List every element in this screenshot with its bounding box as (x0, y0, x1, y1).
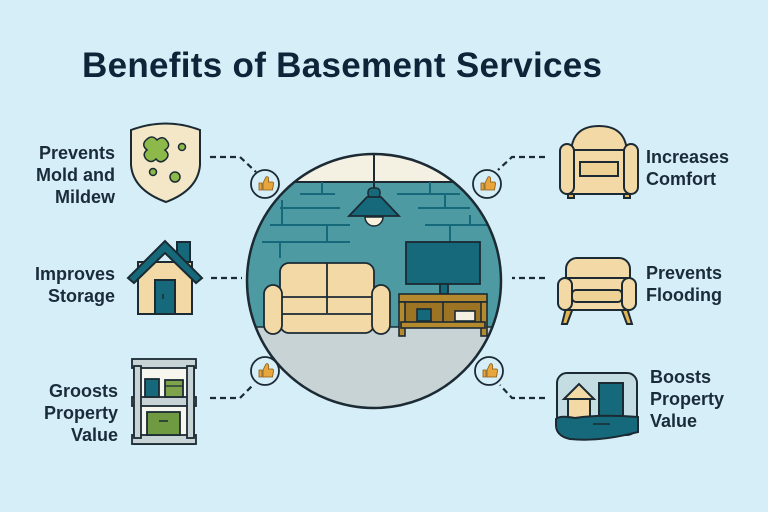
scene-border (245, 152, 503, 410)
house-icon (126, 239, 204, 315)
armchair-legs-icon (557, 257, 637, 325)
basement-scene (247, 154, 501, 408)
shelving-icon (131, 358, 197, 445)
flooded-house-icon (555, 372, 639, 441)
benefit-label-groosts-value: Groosts Property Value (43, 381, 118, 445)
brick-lines (262, 182, 495, 258)
shield-mold-icon (130, 122, 201, 204)
pendant-lamp-icon (346, 154, 402, 227)
benefit-label-mold: Prevents Mold and Mildew (36, 143, 115, 207)
benefit-label-flooding: Prevents Flooding (646, 263, 723, 305)
page-title: Benefits of Basement Services (82, 46, 603, 85)
benefit-label-boosts-value: Boosts Property Value (650, 367, 725, 431)
tv-icon (405, 241, 481, 295)
tv-stand-icon (398, 293, 488, 337)
armchair-icon (559, 124, 639, 199)
sofa-icon (263, 262, 391, 335)
benefit-label-comfort: Increases Comfort (646, 147, 730, 189)
connector-lines (210, 155, 545, 400)
benefit-label-storage: Improves Storage (34, 264, 115, 306)
thumbs-up-badges (250, 169, 504, 386)
